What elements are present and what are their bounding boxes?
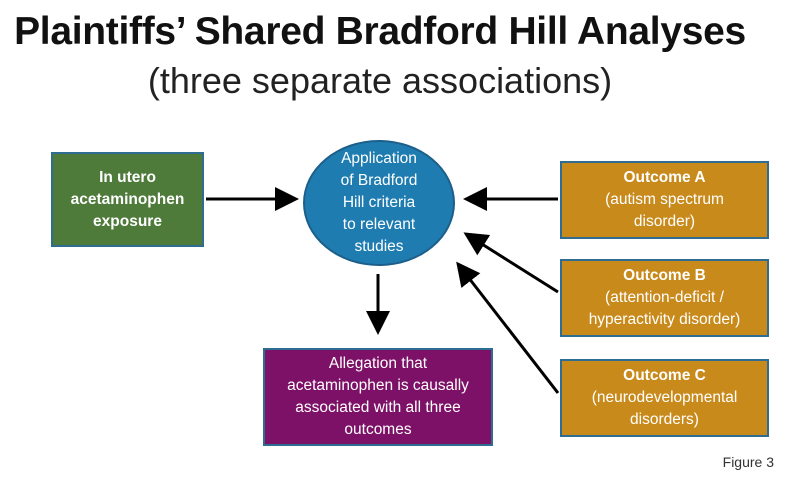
allegation-line: Allegation that (328, 355, 428, 372)
exposure-line: acetaminophen (70, 190, 185, 208)
outcome-a-heading: Outcome A (623, 169, 706, 186)
allegation-line: outcomes (344, 421, 412, 438)
exposure-line: exposure (93, 212, 162, 230)
bradford-hill-circle: Application of Bradford Hill criteria to… (303, 140, 455, 266)
outcome-b-heading: Outcome B (623, 267, 706, 284)
allegation-box: Allegation that acetaminophen is causall… (263, 348, 493, 446)
outcome-c-box: Outcome C (neurodevelopmental disorders) (560, 359, 769, 437)
circle-line: to relevant (342, 216, 416, 233)
arrow-outcome-c-to-center (456, 261, 560, 394)
allegation-line: acetaminophen is causally (287, 377, 469, 394)
figure-label: Figure 3 (722, 454, 774, 470)
page-title: Plaintiffs’ Shared Bradford Hill Analyse… (14, 10, 746, 53)
outcome-c-heading: Outcome C (623, 367, 706, 384)
arrow-outcome-b-to-center (463, 232, 559, 294)
outcome-c-line: (neurodevelopmental (591, 389, 738, 406)
allegation-line: associated with all three (295, 399, 461, 416)
page-subtitle: (three separate associations) (147, 60, 613, 101)
circle-line: studies (354, 238, 404, 255)
outcome-a-box: Outcome A (autism spectrum disorder) (560, 161, 769, 239)
outcome-c-line: disorders) (630, 411, 699, 428)
exposure-line: In utero (99, 168, 156, 186)
circle-line: Application (341, 150, 417, 167)
outcome-b-box: Outcome B (attention-deficit / hyperacti… (560, 259, 769, 337)
outcome-b-line: (attention-deficit / (605, 289, 724, 306)
circle-line: Hill criteria (342, 194, 416, 211)
outcome-a-line: disorder) (633, 213, 696, 230)
exposure-box: In utero acetaminophen exposure (51, 152, 204, 247)
outcome-b-line: hyperactivity disorder) (588, 311, 741, 328)
circle-line: of Bradford (340, 172, 418, 189)
outcome-a-line: (autism spectrum (605, 191, 724, 208)
